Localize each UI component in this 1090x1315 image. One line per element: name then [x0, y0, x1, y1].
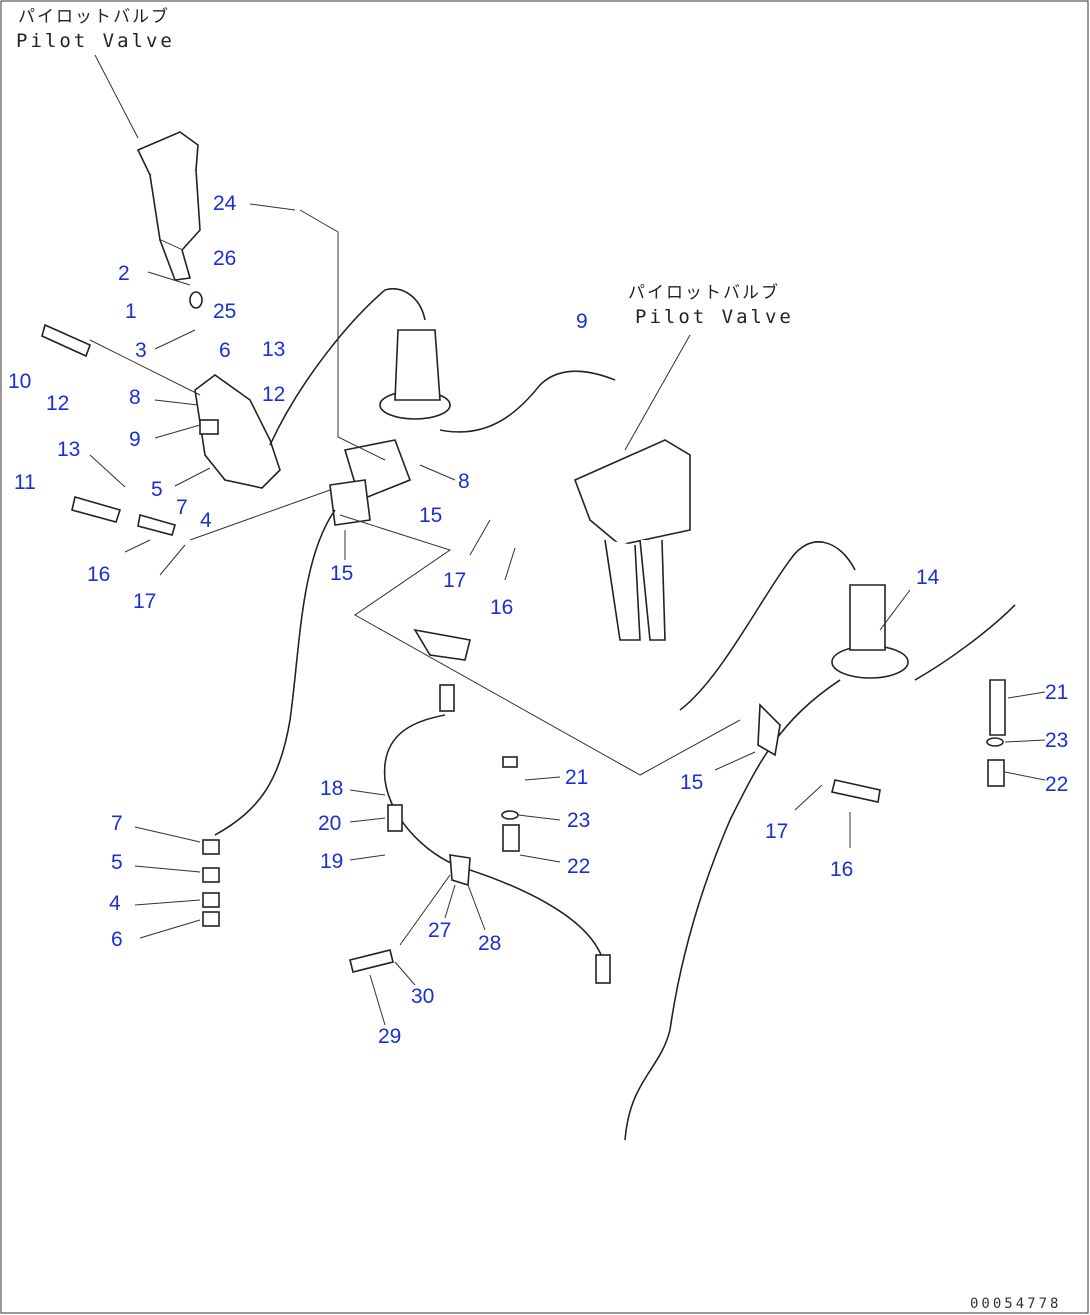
callout-23-center: 23 [567, 809, 590, 832]
callout-23-right: 23 [1045, 729, 1068, 752]
callout-15-right: 15 [680, 771, 703, 794]
clamp-27 [449, 854, 471, 887]
callout-2: 2 [118, 262, 130, 285]
callout-numbers: 24 26 2 1 25 3 6 13 10 12 8 12 9 13 11 5… [8, 192, 1068, 1048]
callout-14: 14 [916, 566, 940, 589]
pilot-valve-left [94, 54, 203, 309]
callout-5-bottom: 5 [111, 851, 123, 874]
callout-12-right: 12 [262, 383, 285, 406]
lower-left-fittings [202, 839, 220, 927]
callout-6-bottom: 6 [111, 928, 123, 951]
callout-24: 24 [213, 192, 237, 215]
left-fitting-cluster [41, 323, 281, 536]
callout-25: 25 [213, 300, 236, 323]
pilot-valve-label-en-right: Pilot Valve [635, 306, 794, 328]
callout-15-upper: 15 [419, 504, 442, 527]
callout-26: 26 [213, 247, 236, 270]
callout-6-top: 6 [219, 339, 231, 362]
pilot-valve-label-jp-top: パイロットバルブ [18, 6, 170, 27]
callout-8-left: 8 [129, 386, 141, 409]
callout-11: 11 [14, 471, 36, 494]
pilot-valve-label-en-top: Pilot Valve [16, 30, 175, 52]
callout-9-right: 9 [576, 310, 588, 333]
pilot-valve-right [573, 334, 691, 641]
callout-7-top: 7 [176, 496, 188, 519]
callout-17-right: 17 [765, 820, 788, 843]
document-number: 00054778 [970, 1296, 1061, 1312]
callout-17-center: 17 [443, 569, 466, 592]
callout-17-left: 17 [133, 590, 156, 613]
hose-middle [384, 714, 604, 961]
callout-4-top: 4 [200, 509, 212, 532]
callout-13-top: 13 [262, 338, 285, 361]
leader-lines [89, 203, 1046, 1026]
callout-22-right: 22 [1045, 773, 1068, 796]
hose-9-upper [439, 370, 616, 433]
callout-27: 27 [428, 919, 451, 942]
callout-13-left: 13 [57, 438, 80, 461]
callout-15-lower: 15 [330, 562, 353, 585]
callout-7-bottom: 7 [111, 812, 123, 835]
long-hose-right [624, 679, 841, 1141]
callout-16-center: 16 [490, 596, 513, 619]
callout-21-right: 21 [1045, 681, 1068, 704]
callout-8-center: 8 [458, 470, 470, 493]
callout-1: 1 [125, 300, 137, 323]
callout-22-center: 22 [567, 855, 590, 878]
callout-12-left: 12 [46, 392, 69, 415]
callout-28: 28 [478, 932, 501, 955]
callout-18: 18 [320, 777, 343, 800]
callout-19: 19 [320, 850, 343, 873]
hose-far-right [914, 604, 1016, 681]
callout-16-right: 16 [830, 858, 853, 881]
hose-middle-end [595, 954, 611, 984]
callout-4-bottom: 4 [109, 892, 121, 915]
long-hose-left [214, 509, 336, 836]
callout-16-left: 16 [87, 563, 110, 586]
callout-9-left: 9 [129, 428, 141, 451]
center-bracket [413, 628, 471, 712]
pilot-valve-label-jp-right: パイロットバルブ [628, 282, 780, 303]
callout-5-top: 5 [151, 478, 163, 501]
upper-spiral-hose [269, 288, 426, 446]
reference-lines [89, 209, 741, 776]
callout-21-center: 21 [565, 766, 588, 789]
callout-29: 29 [378, 1025, 401, 1048]
callout-3: 3 [135, 339, 147, 362]
center-swivel-block [329, 329, 451, 526]
callout-10: 10 [8, 370, 31, 393]
callout-20: 20 [318, 812, 341, 835]
callout-30: 30 [411, 985, 434, 1008]
